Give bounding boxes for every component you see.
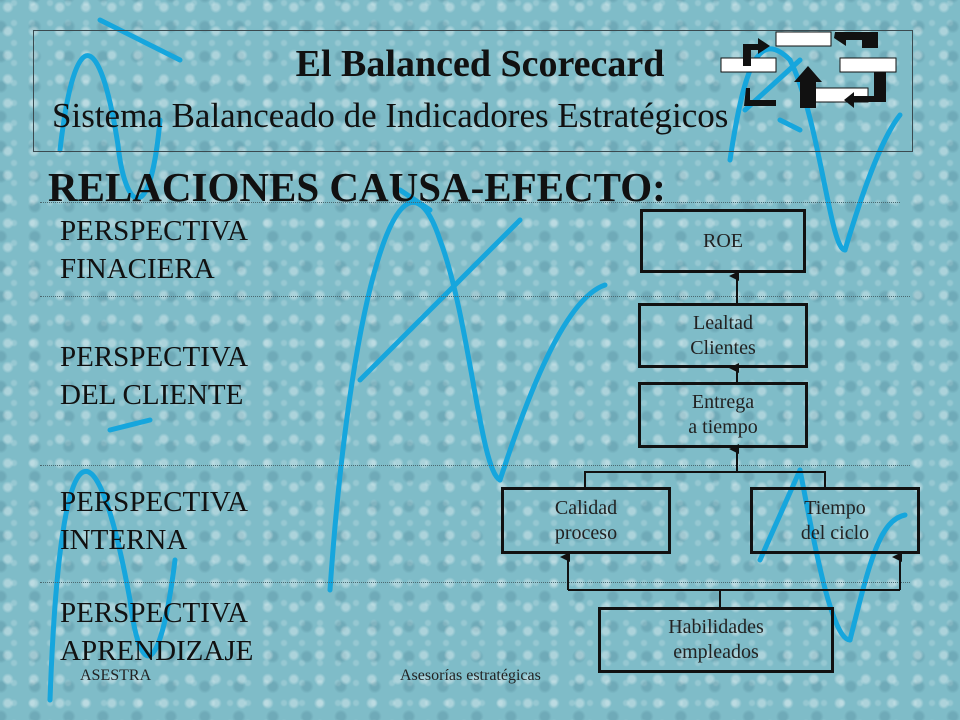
node-entrega-a-tiempo: Entrega a tiempo — [638, 382, 808, 448]
separator-line — [40, 465, 910, 466]
connector-calidad-tiempo — [584, 471, 826, 487]
node-label: Habilidades empleados — [668, 616, 764, 663]
perspective-label: PERSPECTIVA FINACIERA — [60, 215, 249, 285]
node-label: ROE — [703, 229, 743, 252]
node-roe: ROE — [640, 209, 806, 273]
node-label: Calidad proceso — [554, 496, 618, 544]
node-label: Lealtad Clientes — [690, 311, 756, 359]
node-habilidades-empleados: Habilidades empleados — [598, 607, 834, 673]
perspective-label: PERSPECTIVA INTERNA — [60, 486, 249, 556]
node-label: Entrega a tiempo — [688, 391, 758, 438]
perspective-internal: PERSPECTIVA INTERNA — [60, 483, 248, 559]
slide-subtitle: Sistema Balanceado de Indicadores Estrat… — [52, 96, 729, 135]
node-lealtad-clientes: Lealtad Clientes — [638, 303, 808, 368]
separator-line — [40, 202, 900, 203]
separator-line — [40, 582, 910, 583]
perspective-financial: PERSPECTIVA FINACIERA — [60, 212, 248, 288]
slide-title: El Balanced Scorecard — [295, 43, 665, 85]
perspective-label: PERSPECTIVA DEL CLIENTE — [60, 341, 249, 411]
node-label: Tiempo del ciclo — [800, 496, 870, 544]
perspective-label: PERSPECTIVA APRENDIZAJE — [60, 597, 254, 667]
separator-line — [40, 296, 910, 297]
title-frame — [33, 30, 913, 152]
node-tiempo-ciclo: Tiempo del ciclo — [750, 487, 920, 554]
perspective-customer: PERSPECTIVA DEL CLIENTE — [60, 338, 248, 414]
perspective-learning: PERSPECTIVA APRENDIZAJE — [60, 594, 253, 670]
node-calidad-proceso: Calidad proceso — [501, 487, 671, 554]
cycle-logo-icon — [720, 31, 897, 108]
footer-tagline: Asesorías estratégicas — [400, 667, 541, 684]
footer-company: ASESTRA — [80, 667, 152, 684]
